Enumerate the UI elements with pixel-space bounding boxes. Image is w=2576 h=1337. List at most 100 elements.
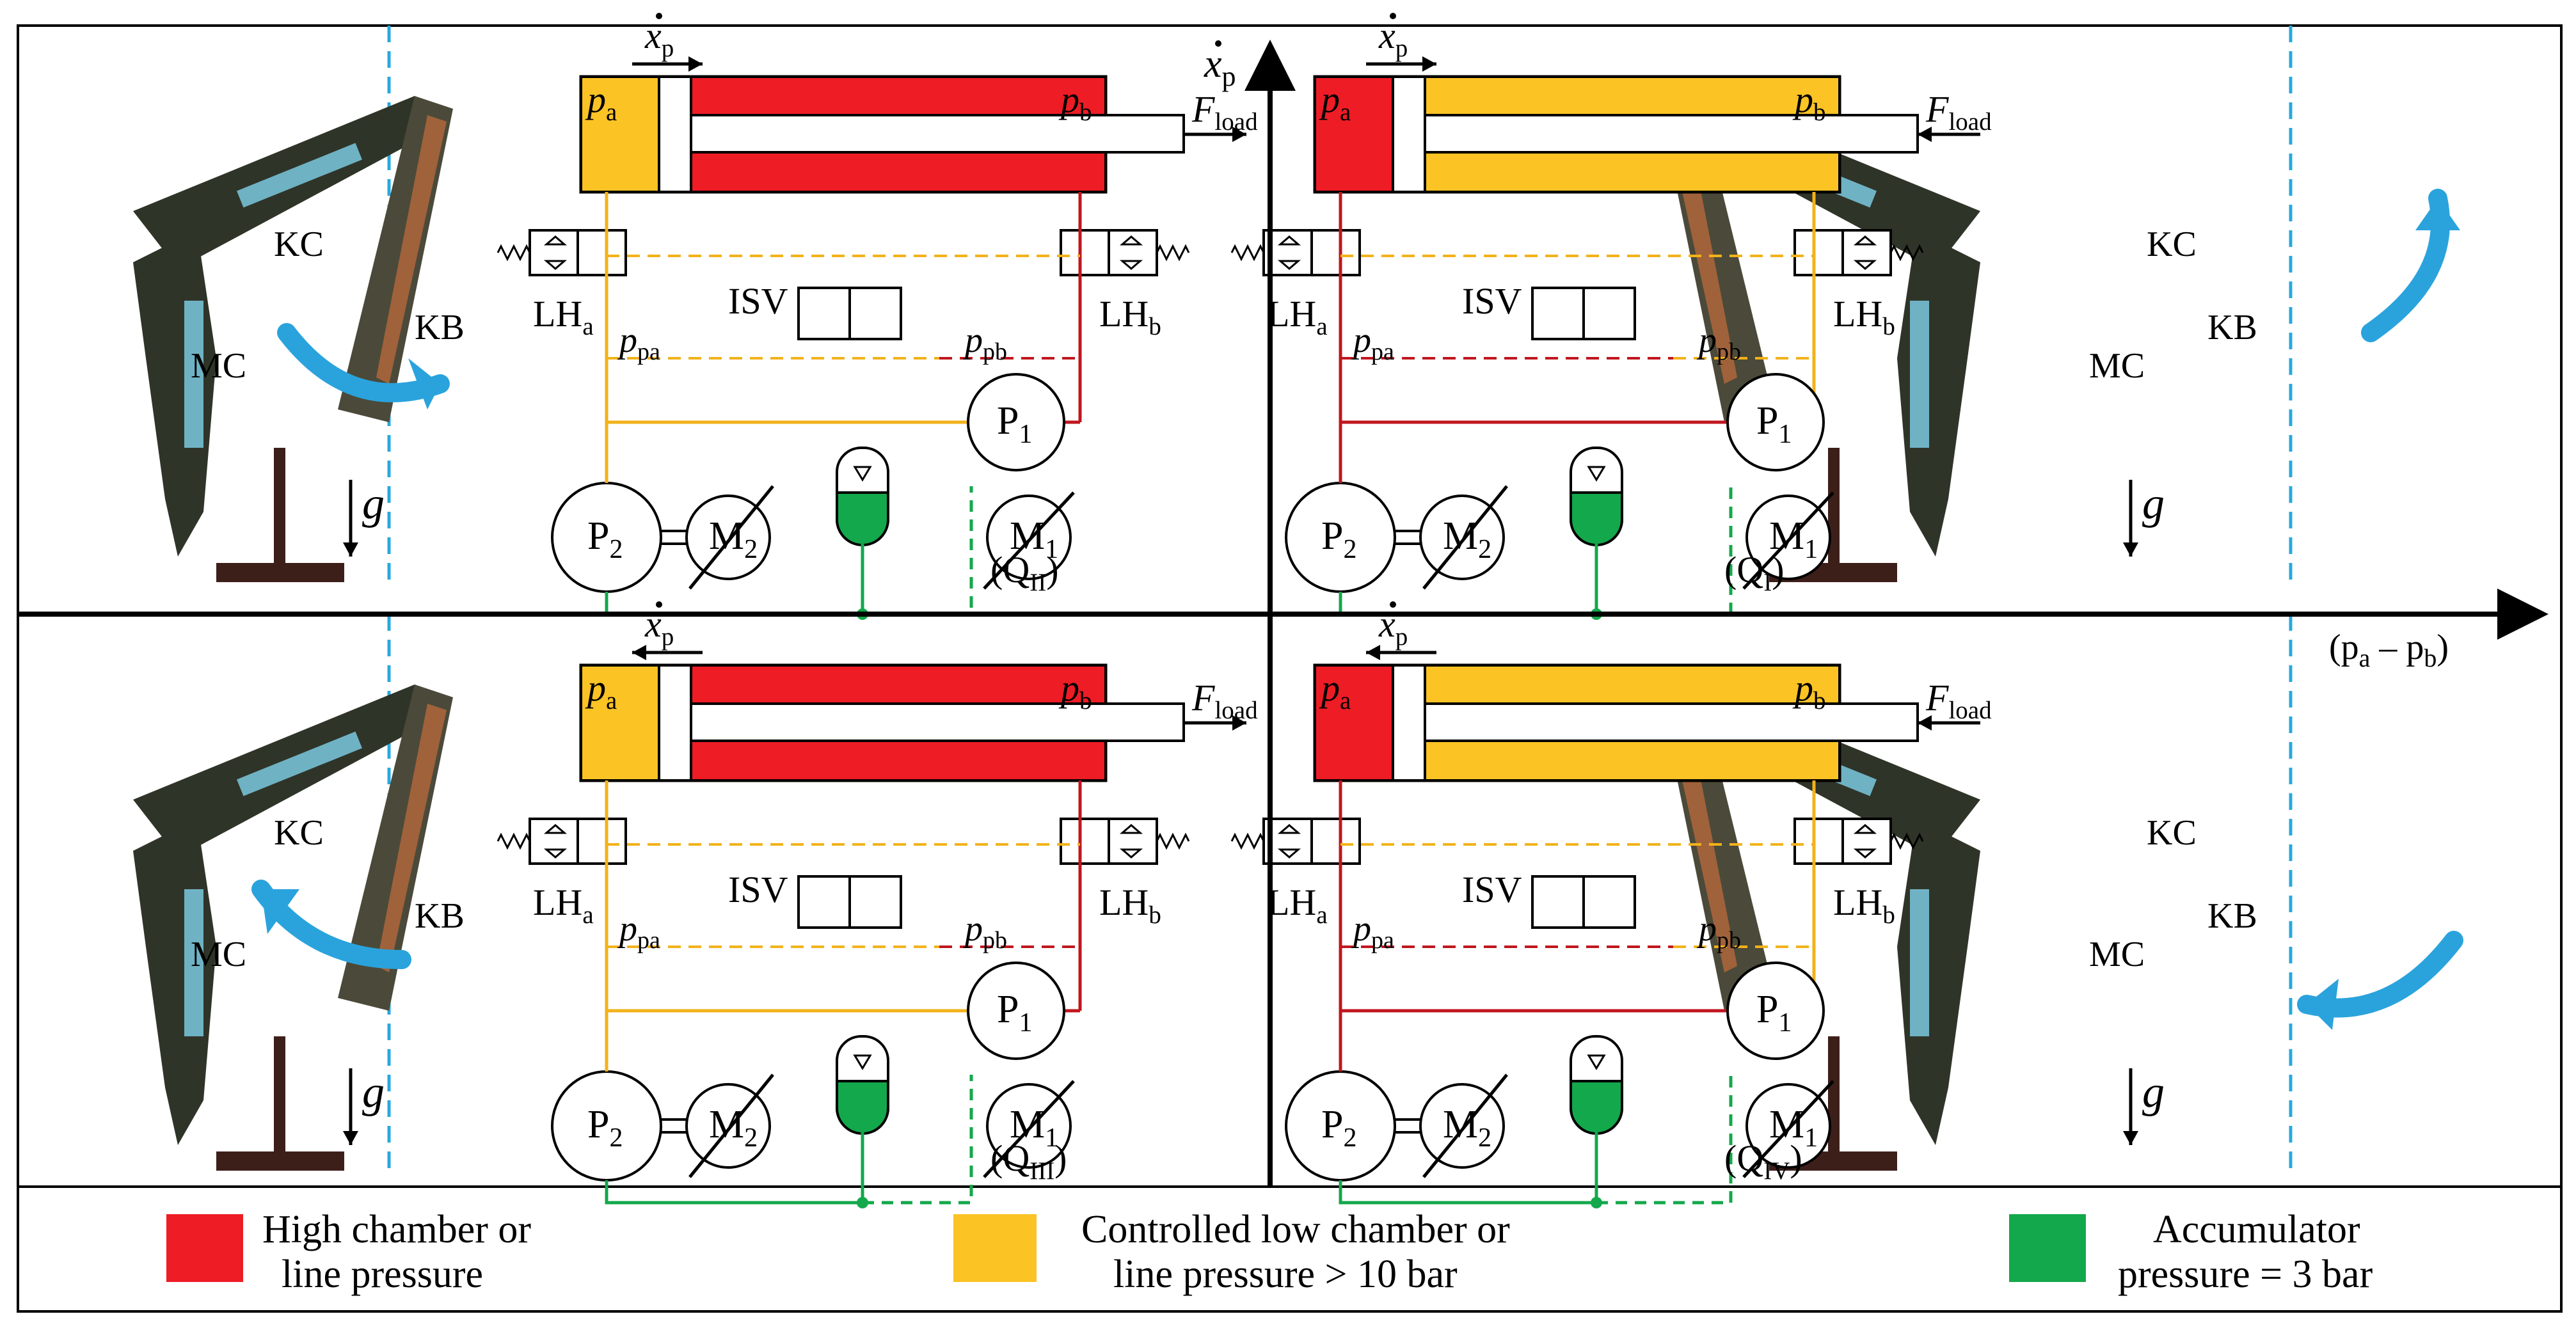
QIV-crane-column: [1897, 819, 1980, 1145]
QII-g-label: g: [362, 479, 385, 528]
QIII-crane-column: [133, 819, 216, 1145]
QIV-piston: [1392, 664, 1426, 782]
QI-motor-m1-label: M1: [1769, 514, 1818, 564]
QIV-pump-p1-label: P1: [1756, 988, 1792, 1038]
QIV-g-arrow-head: [2123, 1131, 2138, 1145]
QII-lhb-label: LHb: [1099, 293, 1161, 340]
QIV-lha-label: LHa: [1267, 882, 1328, 929]
legend: High chamber or line pressure Controlled…: [166, 1208, 2373, 1296]
QII-lha-spring: [497, 244, 531, 262]
QIII-piston: [658, 664, 692, 782]
QI-accumulator-gas: [1587, 466, 1606, 482]
svg-text:xp: xp: [1204, 42, 1236, 92]
QIII-accumulator-fluid: [836, 1080, 889, 1135]
QI-pump-p2-label: P2: [1321, 514, 1356, 564]
legend-accum-line1: Accumulator: [2153, 1208, 2360, 1251]
QI-xdot-arrow-head: [1422, 56, 1436, 72]
QIII-kb-label: KB: [415, 896, 465, 936]
horizontal-axis-label: (pa – pb): [2329, 628, 2449, 672]
svg-text:(pa – pb): (pa – pb): [2329, 628, 2449, 672]
vertical-axis-label: xp: [1204, 40, 1236, 92]
QIV-g-label: g: [2142, 1068, 2165, 1117]
QI-fload-label: Fload: [1925, 88, 1992, 136]
QI-rod: [1424, 114, 1919, 154]
QI-isv-label: ISV: [1462, 280, 1522, 322]
QIII-pump-p2-label: P2: [587, 1103, 623, 1153]
QII-m1-variable: [983, 491, 1075, 590]
QIII-accum-line: [605, 1132, 864, 1205]
QI-pb-label: pb: [1792, 79, 1826, 126]
QII-crane-main-cylinder: [184, 301, 203, 448]
QIII-lhb-label: LHb: [1099, 882, 1161, 929]
QI-accumulator-fluid: [1570, 491, 1623, 546]
QIII-quadrant-label: (QIII): [990, 1137, 1067, 1185]
QIV-chamber-a: [1316, 667, 1393, 779]
QIV-lha-spring: [1230, 832, 1265, 850]
QI-kc-label: KC: [2147, 225, 2197, 264]
QI-lha-check-top: [1277, 235, 1301, 246]
QII-lhb-check-bottom: [1119, 260, 1143, 270]
QIII-crane: [133, 684, 453, 1171]
QI-chamber-a: [1316, 78, 1393, 191]
QI-ppb-label: ppb: [1696, 320, 1741, 365]
QIII-accum-node: [857, 1197, 868, 1208]
QIII-pa-label: pa: [585, 667, 617, 715]
QIII-force-arrow-head: [1232, 715, 1246, 731]
QII-lhb-spring: [1156, 244, 1190, 262]
QIII-crane-pillar: [274, 1036, 285, 1151]
QIV-xdot-arrow-head: [1366, 645, 1380, 660]
QII-motor-m2-label: M2: [709, 514, 758, 564]
QII-crane-column: [133, 230, 216, 557]
legend-accum-line2: pressure = 3 bar: [2118, 1253, 2373, 1296]
QI-piston: [1392, 75, 1426, 193]
QIV-ppa-label: ppa: [1351, 909, 1394, 954]
QIV-crane-main-cylinder: [1910, 889, 1929, 1036]
QIII-m1-variable: [983, 1080, 1075, 1178]
QIV-lhb-check-bottom: [1853, 848, 1877, 858]
QIV-pump-p1: [1726, 961, 1825, 1060]
QI-lha-label: LHa: [1267, 293, 1328, 340]
QII-lhb-check-top: [1119, 235, 1143, 246]
QII-pump-p1: [967, 373, 1065, 471]
QI-quadrant-label: (QI): [1724, 549, 1785, 596]
QII-lha-check-top: [543, 235, 568, 246]
QII-xdot-arrow-head: [688, 56, 703, 72]
QIII-xdot-dot: [656, 601, 662, 608]
QIV-lha-check-top: [1277, 824, 1301, 834]
QII-motor-m1-label: M1: [1010, 514, 1058, 564]
legend-swatch-high: [166, 1214, 243, 1282]
QIII-isv-label: ISV: [728, 869, 788, 910]
QIV-motion-arrow-head: [2307, 979, 2339, 1030]
QII-mc-label: MC: [191, 346, 246, 386]
QIII-crane-base: [216, 1151, 344, 1171]
QI-xdot-label: xp: [1378, 15, 1408, 62]
QIII-m2-variable: [688, 1073, 774, 1178]
legend-swatch-low: [953, 1214, 1037, 1282]
QIII-lhb-check-top: [1119, 824, 1143, 834]
QIV-accum-line: [1339, 1132, 1598, 1205]
QI-lhb-check-bottom: [1853, 260, 1877, 270]
QI-crane-main-cylinder: [1910, 301, 1929, 448]
QIV-accumulator-gas: [1587, 1054, 1606, 1070]
QIV-pump-p2-label: P2: [1321, 1103, 1356, 1153]
QII-xdot-dot: [656, 13, 662, 19]
QIII-lha-check-top: [543, 824, 568, 834]
QIII-rod: [690, 702, 1185, 742]
QII-pb-label: pb: [1058, 79, 1092, 126]
QIII-lhb-check-bottom: [1119, 848, 1143, 858]
QI-pump-p1-label: P1: [1756, 399, 1792, 449]
QIV-kb-label: KB: [2207, 896, 2257, 936]
QIII-motor-m1-label: M1: [1010, 1103, 1058, 1153]
QIV-lhb-check-top: [1853, 824, 1877, 834]
QIV-kc-label: KC: [2147, 813, 2197, 853]
QII-pump-p1-label: P1: [997, 399, 1032, 449]
QIV-lhb-spring: [1889, 832, 1924, 850]
QI-xdot-dot: [1390, 13, 1396, 19]
outer-frame: [17, 24, 2563, 1313]
QIII-lha-check-bottom: [543, 848, 568, 858]
QIII-lhb-spring: [1156, 832, 1190, 850]
legend-low-line1: Controlled low chamber or: [1081, 1208, 1510, 1251]
